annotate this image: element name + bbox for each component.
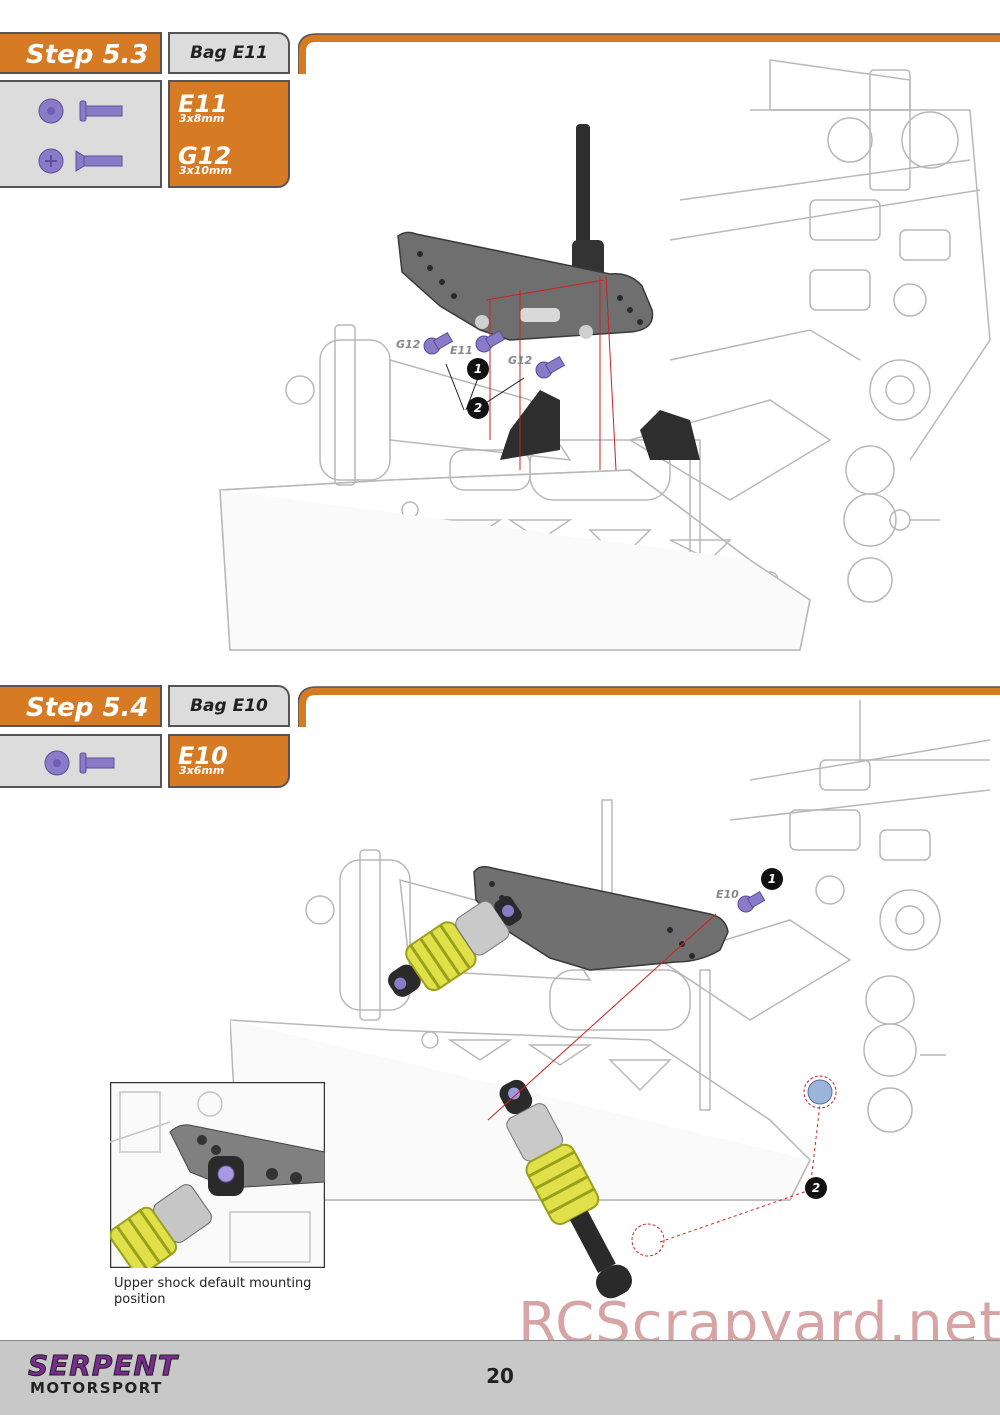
callout-e11: E11 [450, 344, 473, 357]
step-5-3-codes-panel: E11 3x8mm G12 3x10mm [168, 80, 290, 188]
part-size-e10: 3x6mm [179, 764, 225, 777]
marker-2: 2 [812, 1181, 820, 1195]
step-5-3-parts-panel [0, 80, 162, 188]
inset-caption: Upper shock default mounting position [114, 1276, 312, 1307]
callout-g12-right: G12 [508, 354, 533, 367]
callout-e10: E10 [716, 888, 739, 901]
inset-upper-shock-detail [110, 1082, 325, 1268]
step-5-4-codes-panel: E10 3x6mm [168, 734, 290, 788]
marker-2: 2 [474, 401, 482, 415]
step-5-4-bag-label: Bag E10 [168, 685, 290, 727]
button-head-screw-icon [44, 750, 115, 776]
callout-g12-left: G12 [396, 338, 421, 351]
step-5-4-illustration: E10 1 2 [230, 700, 991, 1299]
brand-logo-line2: MOTORSPORT [30, 1379, 163, 1397]
step-5-3-bag-label: Bag E11 [168, 32, 290, 74]
brand-logo-line1: SERPENT [27, 1349, 179, 1382]
step-5-4-parts-panel [0, 734, 162, 788]
step-5-3-illustration: G12 E11 G12 1 2 [219, 59, 991, 651]
part-size-e11: 3x8mm [179, 112, 225, 125]
part-code-e11: E11 [178, 90, 228, 118]
marker-1: 1 [768, 872, 776, 886]
page-number: 20 [486, 1364, 514, 1388]
step-5-3-title: Step 5.3 [0, 32, 162, 74]
part-code-e10: E10 [178, 742, 228, 770]
button-head-screw-icon [38, 98, 123, 124]
step-5-4-header-rule [298, 686, 1000, 727]
page-footer [0, 1340, 1000, 1415]
countersunk-screw-icon [38, 148, 123, 174]
part-code-g12: G12 [178, 142, 232, 170]
step-5-3-header-rule [298, 33, 1000, 74]
step-5-4-title: Step 5.4 [0, 685, 162, 727]
part-size-g12: 3x10mm [179, 164, 232, 177]
marker-1: 1 [474, 362, 482, 376]
